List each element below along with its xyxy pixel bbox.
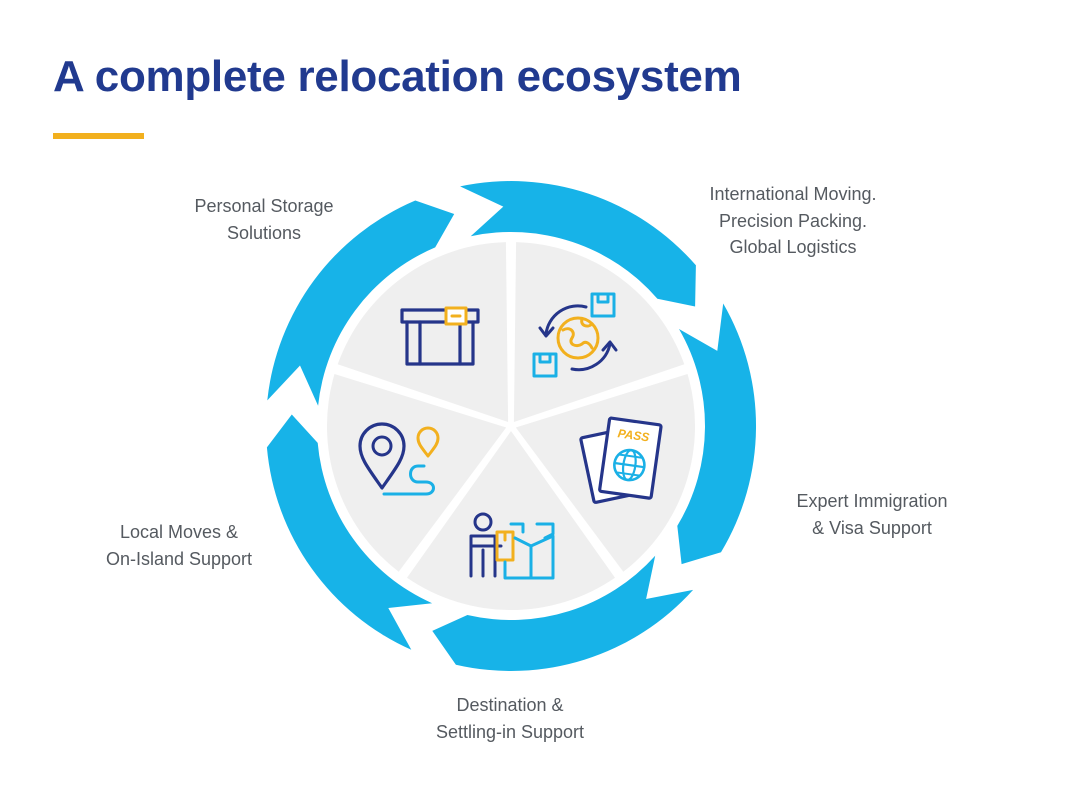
cycle-arrow: [460, 181, 696, 307]
label-line: & Visa Support: [812, 517, 932, 538]
label-line: Expert Immigration: [796, 491, 948, 511]
label-line: On-Island Support: [105, 548, 253, 569]
cycle-arrow: [266, 414, 433, 650]
passport-text: PASS: [617, 426, 650, 444]
passport-icon: PASS: [579, 416, 663, 504]
pie-segment: [407, 431, 615, 611]
cycle-arrows: [266, 181, 757, 671]
storage-box-icon: [400, 306, 480, 366]
global-logistics-icon: [532, 292, 618, 378]
label-line: Solutions: [226, 222, 302, 243]
page-title: A complete relocation ecosystem: [53, 52, 742, 101]
title-underline: [53, 133, 144, 139]
pie-segment: [337, 242, 509, 422]
cycle-arrow: [677, 303, 757, 565]
label-line: Local Moves &: [119, 522, 239, 542]
label-local-moves: Local Moves & On-Island Support: [64, 519, 294, 572]
label-personal-storage: Personal Storage Solutions: [144, 193, 384, 246]
label-line: Destination &: [456, 695, 564, 715]
label-line: Settling-in Support: [435, 721, 585, 742]
label-destination-support: Destination & Settling-in Support: [390, 692, 630, 745]
label-line: International Moving.: [709, 184, 877, 204]
pie-segment: [326, 374, 507, 572]
label-line: Precision Packing.: [718, 210, 868, 231]
location-route-icon: [358, 422, 440, 496]
label-line: Personal Storage: [194, 196, 334, 216]
label-expert-immigration: Expert Immigration & Visa Support: [752, 488, 992, 541]
mover-with-boxes-icon: [469, 512, 555, 580]
cycle-arrow: [432, 555, 694, 671]
label-international-moving: International Moving. Precision Packing.…: [663, 181, 923, 261]
label-line: Global Logistics: [729, 237, 857, 257]
cycle-arrow: [267, 200, 455, 406]
